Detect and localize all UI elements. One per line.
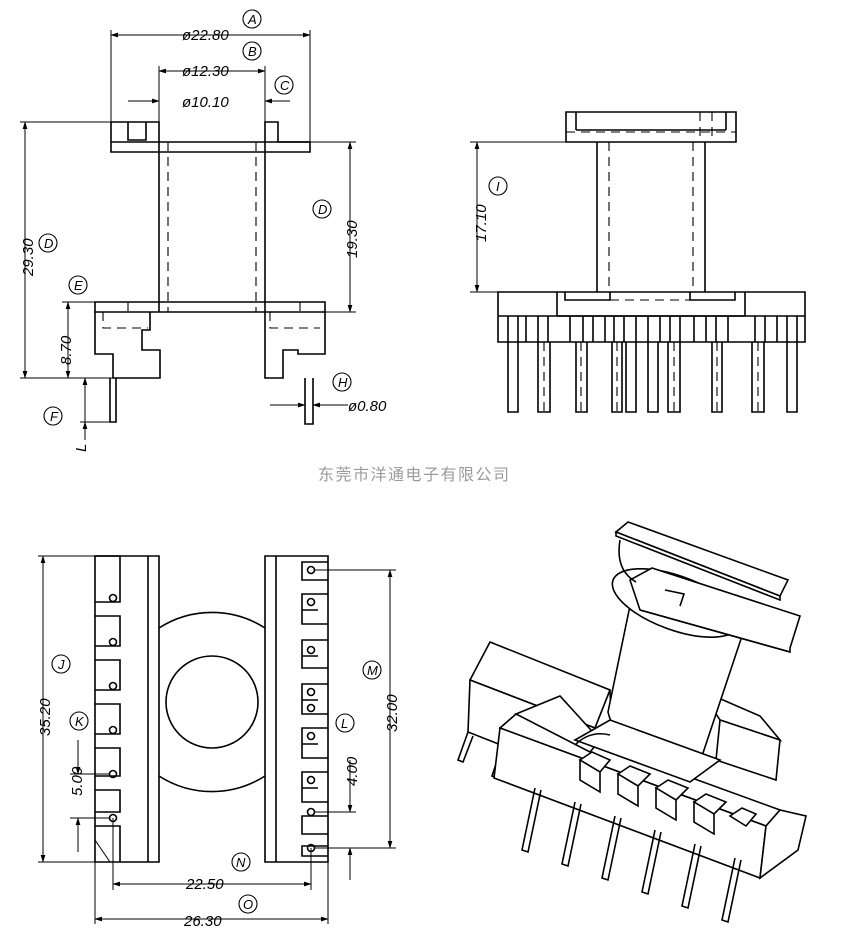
callout-j-circle	[51, 654, 71, 674]
dim-d-total-value: 29.30	[20, 238, 37, 277]
callout-c-label: C	[280, 78, 290, 93]
callout-d-right-label: D	[318, 202, 327, 217]
callout-e-label: E	[74, 278, 83, 293]
dim-a-value: ø22.80	[182, 27, 229, 44]
callout-d-left-label: D	[44, 236, 53, 251]
dim-l-label: L	[73, 444, 90, 452]
dim-o-value: 26.30	[183, 913, 222, 930]
dim-n-value: 22.50	[185, 876, 224, 893]
dim-h-value: ø0.80	[348, 398, 387, 415]
callout-h-circle	[332, 372, 352, 392]
company-watermark: 东莞市洋通电子有限公司	[318, 465, 511, 484]
dim-j-value: 35.20	[37, 698, 54, 736]
side-view: 17.10 I	[470, 111, 806, 413]
callout-f-circle	[43, 406, 63, 426]
callout-n-circle	[231, 852, 251, 872]
front-view: ø22.80 A ø12.30 B ø10.10 C 29.30 D 19.30…	[20, 9, 387, 452]
callout-i-circle	[488, 176, 508, 196]
callout-f-label: F	[50, 409, 59, 424]
callout-e-circle	[68, 275, 88, 295]
dim-c-value: ø10.10	[182, 94, 229, 111]
callout-b-circle	[242, 41, 262, 61]
callout-m-label: M	[367, 663, 378, 678]
dim-k-value: 5.00	[69, 766, 86, 796]
callout-d-right-circle	[312, 199, 332, 219]
top-view: 35.20 J 5.00 K 4.00 L 32.00 M 22.50 N	[37, 555, 401, 930]
isometric-view	[456, 521, 807, 924]
callout-b-label: B	[248, 44, 257, 59]
callout-c-circle	[274, 75, 294, 95]
dim-m-value: 32.00	[384, 694, 401, 732]
callout-k-label: K	[75, 714, 85, 729]
callout-a-circle	[242, 9, 262, 29]
callout-m-circle	[362, 660, 382, 680]
dim-e-value: 8.70	[58, 335, 75, 365]
callout-n-label: N	[236, 855, 246, 870]
callout-i-label: I	[496, 179, 500, 194]
callout-a-label: A	[247, 12, 257, 27]
dim-l-value: 4.00	[344, 756, 361, 786]
callout-j-label: J	[57, 657, 65, 672]
dim-i-value: 17.10	[473, 204, 490, 242]
callout-d-left-circle	[38, 233, 58, 253]
dim-b-value: ø12.30	[182, 63, 229, 80]
dim-d-inner-value: 19.30	[344, 220, 361, 258]
callout-k-circle	[69, 711, 89, 731]
callout-l-label: L	[341, 716, 348, 731]
callout-l-circle	[335, 713, 355, 733]
callout-o-circle	[238, 894, 258, 914]
callout-o-label: O	[243, 897, 253, 912]
callout-h-label: H	[338, 375, 348, 390]
